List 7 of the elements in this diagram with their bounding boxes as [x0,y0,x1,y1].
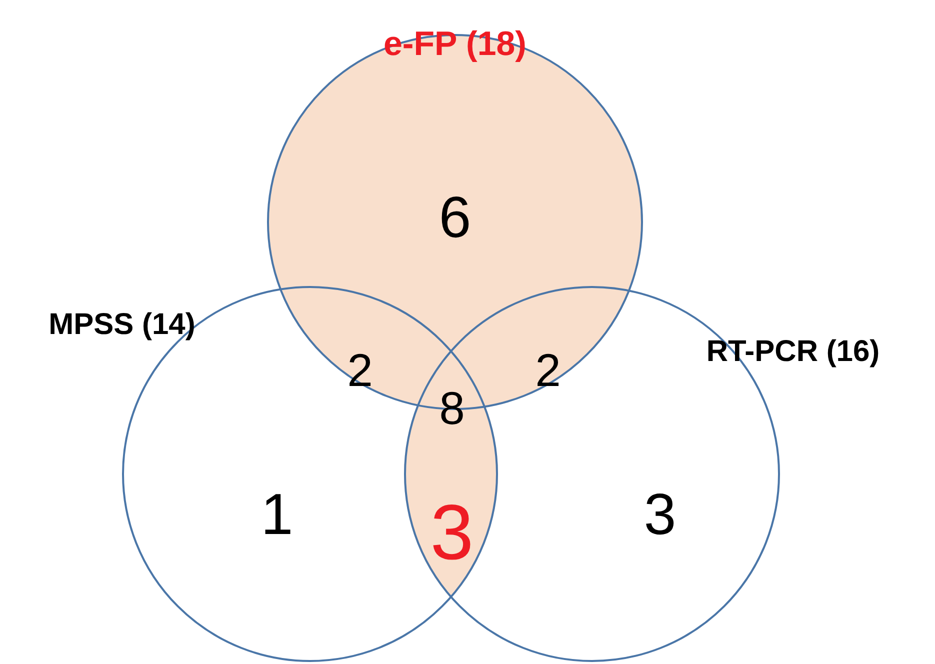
region-count: 2 [535,347,561,393]
region-count: 6 [438,189,472,247]
region-count: 3 [644,486,676,544]
region-count: 3 [430,493,474,571]
region-count: 2 [347,347,373,393]
region-count: 1 [260,486,294,544]
set-title: MPSS (14) [48,310,196,340]
